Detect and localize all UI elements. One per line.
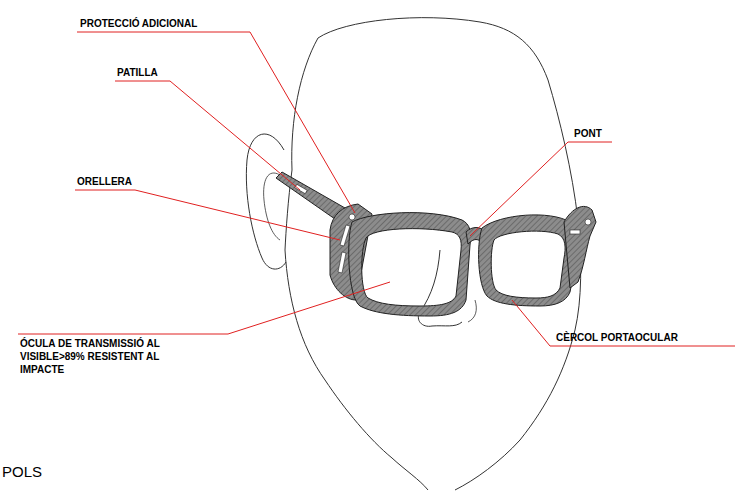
part-label: ÓCULA DE TRANSMISSIÓ AL VISIBLE>89% RESI… bbox=[20, 337, 170, 376]
part-label: ORELLERA bbox=[77, 175, 132, 188]
part-label: PATILLA bbox=[117, 66, 158, 79]
section-label: POLS bbox=[2, 463, 42, 480]
part-label: PROTECCIÓ ADICIONAL bbox=[80, 17, 197, 30]
part-label: PONT bbox=[574, 127, 602, 140]
part-label: CÈRCOL PORTAOCULAR bbox=[556, 331, 678, 344]
